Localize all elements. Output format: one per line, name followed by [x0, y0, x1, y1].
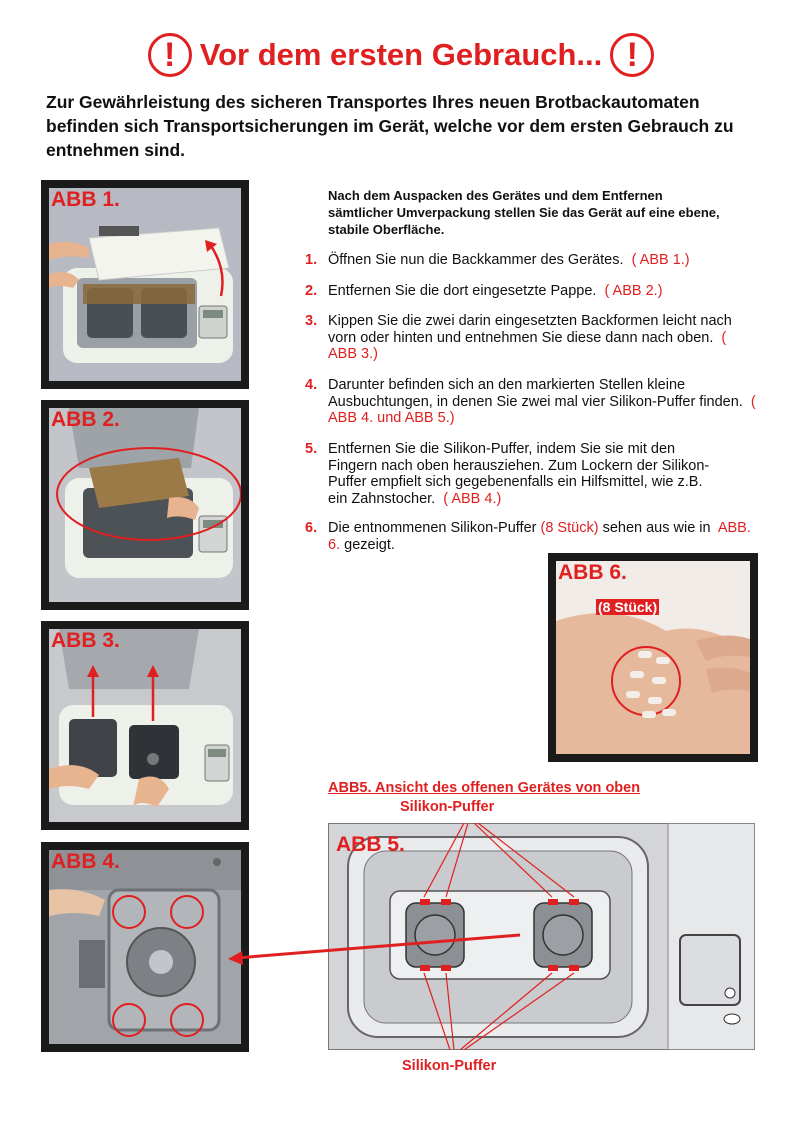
figure-reference: ( ABB 4.): [443, 490, 502, 507]
figure-abb1: ABB 1.: [41, 180, 249, 389]
hand-with-puffers-photo: [556, 561, 750, 754]
figure-abb4: ABB 4.: [41, 842, 249, 1052]
top-view-diagram: [328, 822, 755, 1051]
figure-label: ABB 4.: [51, 850, 120, 873]
puffer-label-bottom: Silikon-Puffer: [402, 1058, 497, 1074]
figure-reference: ABB. 6.: [328, 520, 751, 553]
figure-reference: ( ABB 3.): [328, 329, 727, 363]
figure-abb6: ABB 6. (8 Stück): [548, 553, 758, 762]
warning-icon: !: [610, 33, 655, 77]
page-title: ! Vor dem ersten Gebrauch... !: [0, 28, 802, 82]
bread-maker-open-photo: [49, 188, 241, 381]
abb5-caption: ABB5. Ansicht des offenen Gerätes von ob…: [328, 780, 641, 796]
step-5: 5. Entfernen Sie die Silikon-Puffer, ind…: [305, 441, 710, 507]
instructions-lead: Nach dem Auspacken des Gerätes und dem E…: [328, 188, 720, 237]
figure-abb3: ABB 3.: [41, 621, 249, 830]
step-2: 2. Entfernen Sie die dort eingesetzte Pa…: [305, 283, 663, 299]
figure-label: ABB 5.: [336, 833, 405, 856]
figure-abb2: ABB 2.: [41, 400, 249, 610]
step-6: 6. Die entnommenen Silikon-Puffer (8 Stü…: [305, 520, 751, 553]
bread-maker-cardboard-photo: [49, 408, 241, 602]
bread-maker-pans-photo: [49, 629, 241, 822]
title-text: Vor dem ersten Gebrauch...: [199, 37, 603, 72]
figure-label: ABB 1.: [51, 188, 120, 211]
step-1: 1. Öffnen Sie nun die Backkammer des Ger…: [305, 252, 690, 268]
warning-icon: !: [147, 33, 192, 77]
step-4: 4. Darunter befinden sich an den markier…: [305, 377, 756, 427]
figure-abb5: ABB 5.: [328, 822, 755, 1051]
figure-label: ABB 2.: [51, 408, 120, 431]
figure-label: ABB 3.: [51, 629, 120, 652]
intro-paragraph: Zur Gewährleistung des sicheren Transpor…: [46, 92, 734, 160]
baking-chamber-closeup-photo: [49, 850, 241, 1044]
puffer-count-label: (8 Stück): [596, 599, 660, 615]
figure-reference: ( ABB 4. und ABB 5.): [328, 393, 756, 427]
figure-reference: ( ABB 2.): [604, 283, 663, 299]
puffer-label-top: Silikon-Puffer: [400, 799, 495, 815]
step-3: 3. Kippen Sie die zwei darin eingesetzte…: [305, 313, 732, 363]
figure-label: ABB 6.: [558, 561, 627, 584]
figure-reference: ( ABB 1.): [631, 252, 690, 268]
